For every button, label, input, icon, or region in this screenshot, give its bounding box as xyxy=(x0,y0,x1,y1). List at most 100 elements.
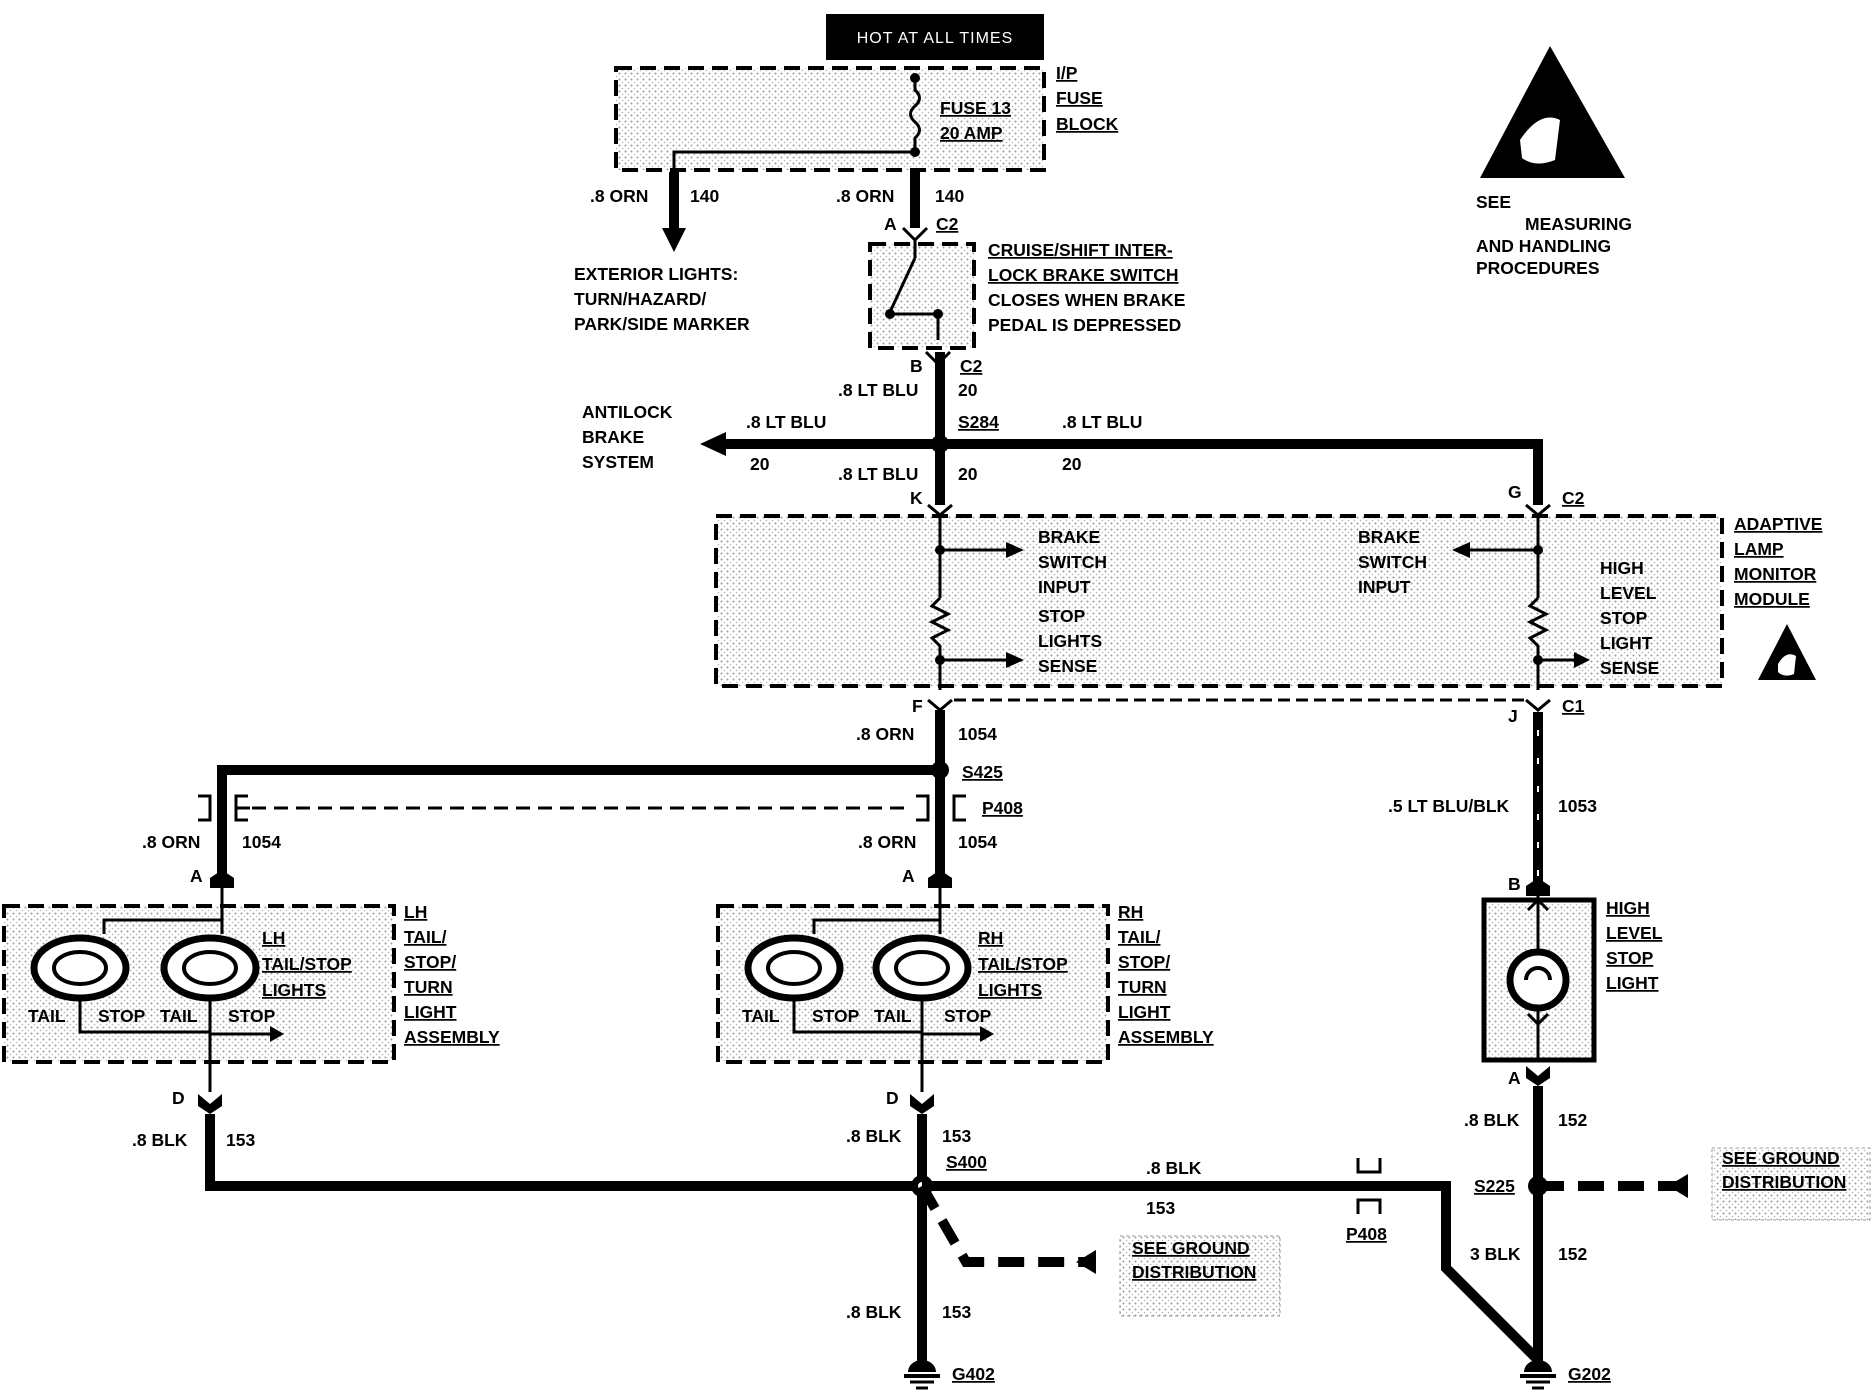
lh-bulb-label-4: STOP xyxy=(228,1006,276,1026)
wire-blk-rh-circuit: 153 xyxy=(942,1126,971,1146)
rh-name-2: TAIL/ xyxy=(1118,927,1161,947)
module-left-sense-1: STOP xyxy=(1038,606,1086,626)
exterior-lights-2: TURN/HAZARD/ xyxy=(574,289,706,309)
esd-notice-4: PROCEDURES xyxy=(1476,258,1600,278)
wire-ltblu-right-gauge: .8 LT BLU xyxy=(1062,412,1142,432)
rh-bulb-inner xyxy=(872,934,972,1002)
wire-blk-g402-circuit: 153 xyxy=(942,1302,971,1322)
wire-ltblu-right xyxy=(940,439,1543,505)
brake-switch-conn-top: C2 xyxy=(936,214,959,234)
lamp-monitor-module xyxy=(714,514,1724,688)
wire-ltblu-abs-gauge: .8 LT BLU xyxy=(746,412,826,432)
fuse-block xyxy=(614,66,1046,172)
hl-name-2: LEVEL xyxy=(1606,923,1663,943)
power-banner-text: HOT AT ALL TIMES xyxy=(857,30,1014,47)
lh-inner-3: LIGHTS xyxy=(262,980,326,1000)
splice-s284-label: S284 xyxy=(958,412,999,432)
brake-switch xyxy=(868,242,976,350)
module-right-sense-4: LIGHT xyxy=(1600,633,1653,653)
antilock-2: BRAKE xyxy=(582,427,644,447)
wire-blk-g202-circuit: 152 xyxy=(1558,1244,1587,1264)
power-banner xyxy=(826,14,1044,60)
ground-ref-right-1: SEE GROUND xyxy=(1722,1148,1840,1168)
lh-name-1: LH xyxy=(404,902,427,922)
lh-name-6: ASSEMBLY xyxy=(404,1027,500,1047)
ground-ref-center-1: SEE GROUND xyxy=(1132,1238,1250,1258)
wire-orn-center-circuit: 140 xyxy=(935,186,964,206)
lh-name-4: TURN xyxy=(404,977,453,997)
esd-notice-1: SEE xyxy=(1476,192,1511,212)
lh-name-2: TAIL/ xyxy=(404,927,447,947)
ground-ref-right-box xyxy=(1711,1147,1871,1221)
wire-orn-to-lh xyxy=(217,765,940,878)
wire-orn-rh-circuit: 1054 xyxy=(958,832,997,852)
fuse-rating-line-1: FUSE 13 xyxy=(940,98,1011,118)
module-right-input-3: INPUT xyxy=(1358,577,1411,597)
brake-switch-desc-4: PEDAL IS DEPRESSED xyxy=(988,315,1181,335)
wire-blk-bus-gauge: .8 BLK xyxy=(1146,1158,1202,1178)
wire-blk-153-lh xyxy=(205,1114,922,1191)
esd-warning-icon xyxy=(1480,46,1625,178)
module-right-sense-2: LEVEL xyxy=(1600,583,1657,603)
ground-g202-label: G202 xyxy=(1568,1364,1611,1384)
module-pin-g: G xyxy=(1508,482,1522,502)
brake-switch-desc-2: LOCK BRAKE SWITCH xyxy=(988,265,1179,285)
module-left-sense-2: LIGHTS xyxy=(1038,631,1102,651)
rh-inner-3: LIGHTS xyxy=(978,980,1042,1000)
wire-blu-blk-gauge: .5 LT BLU/BLK xyxy=(1388,796,1510,816)
wire-blk-lh-circuit: 153 xyxy=(226,1130,255,1150)
module-right-input-2: SWITCH xyxy=(1358,552,1427,572)
wire-ltblu-k-gauge: .8 LT BLU xyxy=(838,464,918,484)
hl-pin-a: A xyxy=(1508,1068,1521,1088)
brake-switch-conn-bottom: C2 xyxy=(960,356,983,376)
lh-name-3: STOP/ xyxy=(404,952,456,972)
module-right-sense-1: HIGH xyxy=(1600,558,1644,578)
module-left-input-3: INPUT xyxy=(1038,577,1091,597)
module-name-1: ADAPTIVE xyxy=(1734,514,1822,534)
rh-name-6: ASSEMBLY xyxy=(1118,1027,1214,1047)
exterior-lights-3: PARK/SIDE MARKER xyxy=(574,314,750,334)
wire-orn-lh-gauge: .8 ORN xyxy=(142,832,200,852)
wire-blk-g402-gauge: .8 BLK xyxy=(846,1302,902,1322)
rh-bulb-label-4: STOP xyxy=(944,1006,992,1026)
module-right-sense-3: STOP xyxy=(1600,608,1648,628)
arrow-exterior-lights xyxy=(662,228,686,252)
antilock-3: SYSTEM xyxy=(582,452,654,472)
wire-orn-rh-gauge: .8 ORN xyxy=(858,832,916,852)
ground-g202-icon xyxy=(1520,1360,1556,1390)
module-name-4: MODULE xyxy=(1734,589,1810,609)
lh-bulb-label-2: STOP xyxy=(98,1006,146,1026)
rh-bulb-label-3: TAIL xyxy=(874,1006,912,1026)
brake-switch-desc-1: CRUISE/SHIFT INTER- xyxy=(988,240,1173,260)
wire-ltblu-b-circuit: 20 xyxy=(958,380,978,400)
wire-ground-ref-center xyxy=(917,1183,1096,1267)
fuse-block-name-3: BLOCK xyxy=(1056,114,1119,134)
hl-name-1: HIGH xyxy=(1606,898,1650,918)
module-conn-g: C2 xyxy=(1562,488,1585,508)
rh-inner-2: TAIL/STOP xyxy=(978,954,1068,974)
rh-name-5: LIGHT xyxy=(1118,1002,1171,1022)
rh-bulb-outer xyxy=(744,934,844,1002)
fuse-block-name-2: FUSE xyxy=(1056,88,1103,108)
ground-g402-icon xyxy=(904,1360,940,1390)
splice-s400-label: S400 xyxy=(946,1152,987,1172)
rh-name-1: RH xyxy=(1118,902,1143,922)
module-pin-j: J xyxy=(1508,706,1518,726)
ground-ref-center-2: DISTRIBUTION xyxy=(1132,1262,1256,1282)
brake-switch-contact xyxy=(888,257,917,313)
rh-bulb-label-1: TAIL xyxy=(742,1006,780,1026)
wire-orn-f-circuit: 1054 xyxy=(958,724,997,744)
rh-pin-a: A xyxy=(902,866,915,886)
lh-bulb-outer xyxy=(30,934,130,1002)
brake-switch-desc-3: CLOSES WHEN BRAKE xyxy=(988,290,1185,310)
brake-switch-pin-a: A xyxy=(884,214,897,234)
module-esd-icon xyxy=(1758,624,1816,680)
lh-bulb-label-3: TAIL xyxy=(160,1006,198,1026)
fuse-rating-line-2: 20 AMP xyxy=(940,123,1003,143)
lh-pin-d: D xyxy=(172,1088,185,1108)
module-right-sense-5: SENSE xyxy=(1600,658,1659,678)
module-left-input-2: SWITCH xyxy=(1038,552,1107,572)
wire-orn-f-gauge: .8 ORN xyxy=(856,724,914,744)
module-right-input-1: BRAKE xyxy=(1358,527,1420,547)
